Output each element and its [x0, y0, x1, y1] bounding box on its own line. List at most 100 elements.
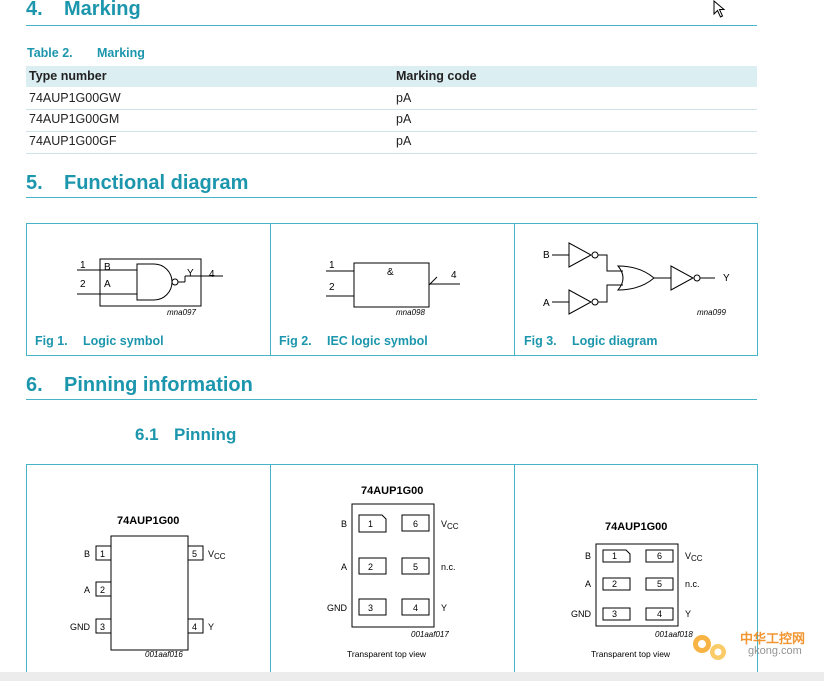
logic-diagram: B A Y mna099 — [543, 242, 730, 317]
pin-number: 3 — [612, 609, 617, 619]
pin-name: B — [341, 519, 347, 529]
table-header-row — [26, 66, 757, 87]
figure-code: 001aaf017 — [411, 630, 449, 639]
section-5-heading: 5. Functional diagram — [26, 172, 248, 195]
section-title: Functional diagram — [64, 172, 249, 194]
view-label: Transparent top view — [347, 649, 427, 659]
pinning-diagram-xson6-gf: 74AUP1G00 1 2 3 6 5 4 B A GND VCC n.c. Y… — [571, 521, 703, 659]
figure-panel — [26, 223, 758, 356]
pin-number: 4 — [192, 622, 197, 632]
watermark: 中华工控网 gkong.com — [688, 626, 818, 666]
pin-number: 3 — [100, 622, 105, 632]
figure-divider — [270, 223, 271, 356]
table-cell: pA — [396, 112, 412, 126]
section-title: Pinning information — [64, 374, 253, 396]
pin-number: 4 — [413, 603, 418, 613]
pin-number: 1 — [100, 549, 105, 559]
figure-code: mna097 — [167, 308, 196, 317]
pin-label: 2 — [329, 282, 335, 293]
table-title: Marking — [97, 46, 145, 60]
pin-name: A — [341, 562, 347, 572]
pin-number: 1 — [368, 519, 373, 529]
figure-title: Logic diagram — [572, 334, 658, 348]
part-label: 74AUP1G00 — [361, 485, 423, 497]
section-rule — [26, 399, 757, 400]
mouse-pointer-icon — [713, 0, 726, 18]
pin-name: GND — [70, 622, 91, 632]
table-cell: 74AUP1G00GF — [29, 134, 117, 148]
pin-name: GND — [327, 603, 348, 613]
pin-label: Y — [187, 268, 194, 279]
section-number: 4. — [26, 0, 43, 20]
col-header-marking-code: Marking code — [396, 69, 477, 83]
pin-name: Y — [685, 609, 691, 619]
view-label: Transparent top view — [591, 649, 671, 659]
pin-label: 1 — [329, 260, 335, 271]
row-divider — [26, 109, 757, 110]
pin-name: A — [84, 585, 90, 595]
pin-name: A — [585, 579, 591, 589]
figure-caption: Fig 2.IEC logic symbol — [279, 334, 428, 348]
table-cell: 74AUP1G00GM — [29, 112, 120, 126]
watermark-text: 中华工控网 — [740, 631, 806, 646]
table-cell: 74AUP1G00GW — [29, 91, 121, 105]
pin-name: VCC — [208, 549, 226, 561]
pin-number: 5 — [413, 562, 418, 572]
pinning-diagram-tssop5: 74AUP1G00 1 2 3 5 4 B A GND VCC Y 001aaf… — [70, 515, 226, 659]
pin-name: Y — [441, 603, 447, 613]
figure-number: Fig 2. — [279, 334, 312, 348]
pin-number: 5 — [192, 549, 197, 559]
pin-number: 4 — [657, 609, 662, 619]
pin-number: 2 — [100, 585, 105, 595]
subsection-title: Pinning — [174, 425, 237, 444]
section-number: 5. — [26, 172, 43, 194]
pinning-divider — [514, 464, 515, 674]
table-cell: pA — [396, 91, 412, 105]
pin-name: n.c. — [685, 579, 700, 589]
pin-label: 4 — [209, 269, 215, 280]
figure-code: 001aaf016 — [145, 650, 183, 659]
pin-number: 5 — [657, 579, 662, 589]
pin-number: 2 — [368, 562, 373, 572]
pinning-divider — [270, 464, 271, 674]
pin-number: 2 — [612, 579, 617, 589]
pin-label: Y — [723, 273, 730, 284]
table-cell: pA — [396, 134, 412, 148]
pin-number: 6 — [657, 551, 662, 561]
subsection-heading: 6.1 Pinning — [135, 425, 236, 445]
pin-name: Y — [208, 622, 214, 632]
pin-label: 2 — [80, 279, 86, 290]
pin-name: GND — [571, 609, 592, 619]
table-number: Table 2. — [27, 46, 73, 60]
col-header-type-number: Type number — [29, 69, 107, 83]
pin-number: 3 — [368, 603, 373, 613]
pin-label: A — [543, 298, 550, 309]
section-number: 6. — [26, 374, 43, 396]
pin-label: B — [543, 250, 550, 261]
pin-name: B — [84, 549, 90, 559]
figure-divider — [514, 223, 515, 356]
part-label: 74AUP1G00 — [117, 515, 179, 527]
figure-number: Fig 3. — [524, 334, 557, 348]
section-rule — [26, 25, 757, 26]
pin-label: B — [104, 262, 111, 273]
pin-name: B — [585, 551, 591, 561]
figure-number: Fig 1. — [35, 334, 68, 348]
figure-code: mna099 — [697, 308, 726, 317]
pinning-panel — [26, 464, 758, 679]
part-label: 74AUP1G00 — [605, 521, 667, 533]
watermark-url: gkong.com — [748, 645, 802, 657]
pin-label: 1 — [80, 260, 86, 271]
subsection-number: 6.1 — [135, 425, 159, 444]
operator-label: & — [387, 267, 394, 278]
table-caption: Table 2. Marking — [27, 46, 145, 60]
pin-name: n.c. — [441, 562, 456, 572]
pin-number: 6 — [413, 519, 418, 529]
pin-label: A — [104, 279, 111, 290]
pin-name: VCC — [441, 519, 459, 531]
pinning-diagram-xson6-gm: 74AUP1G00 1 2 3 6 5 4 B A GND VCC n.c. Y… — [327, 485, 459, 659]
figure-code: 001aaf018 — [655, 630, 693, 639]
iec-logic-symbol-diagram: 1 2 & 4 mna098 — [326, 260, 460, 317]
pin-name: VCC — [685, 551, 703, 563]
horizontal-scrollbar[interactable] — [0, 672, 824, 681]
